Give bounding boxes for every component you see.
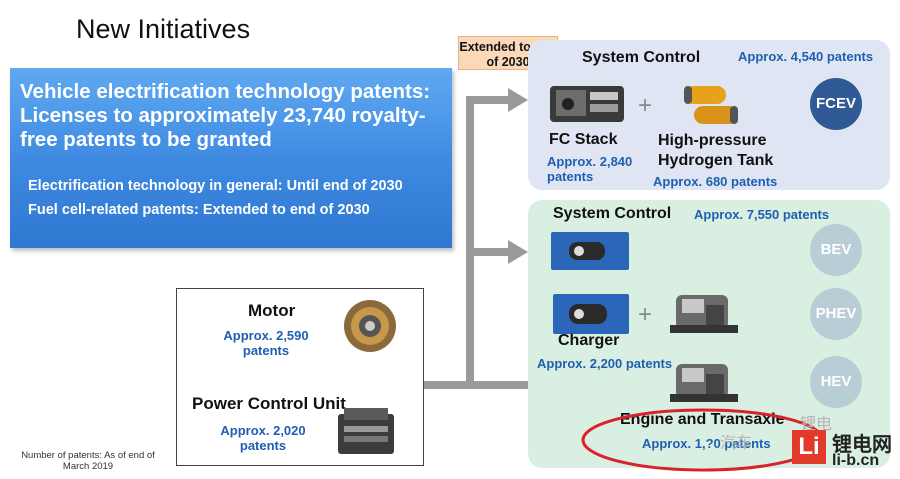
phev-engine-image — [670, 295, 738, 333]
phev-plus-sign: + — [638, 301, 653, 328]
fcev-circle: FCEV — [810, 78, 862, 130]
bev-circle: BEV — [810, 224, 862, 276]
fc-stack-image — [550, 86, 624, 122]
phev-circle: PHEV — [810, 288, 862, 340]
pcu-patents: Approx. 2,020 patents — [220, 423, 306, 453]
headline-box: Vehicle electrification technology paten… — [10, 68, 452, 248]
bev-charger-image — [551, 232, 629, 270]
footnote: Number of patents: As of end of March 20… — [21, 450, 155, 472]
watermark-text-1: 汽车 — [720, 435, 753, 452]
pcu-label: Power Control Unit — [192, 394, 346, 413]
site-logo-icon: Li — [792, 430, 826, 464]
fcev-system-control-label: System Control — [582, 49, 701, 66]
phev-charger-image — [553, 294, 629, 334]
hydrogen-tank-image — [684, 86, 738, 124]
motor-image — [344, 300, 396, 352]
headline-line-1: Electrification technology in general: U… — [28, 178, 403, 194]
headline-line-2: Fuel cell-related patents: Extended to e… — [28, 202, 370, 218]
page-title: New Initiatives — [76, 14, 251, 44]
charger-label: Charger — [558, 332, 620, 349]
engine-transaxle-patents: Approx. 1,?0 patents — [642, 436, 771, 451]
electrified-system-control-label: System Control — [553, 205, 672, 222]
motor-patents: Approx. 2,590 patents — [223, 328, 309, 358]
engine-transaxle-label: Engine and Transaxle — [620, 411, 785, 428]
fcev-system-control-patents: Approx. 4,540 patents — [738, 49, 874, 64]
fc-stack-patents: Approx. 2,840 patents — [547, 154, 633, 184]
pcu-image — [338, 408, 394, 454]
highlight-ellipse — [581, 408, 825, 472]
headline-text: Vehicle electrification technology paten… — [20, 80, 431, 151]
site-url: li-b.cn — [832, 452, 880, 469]
hev-circle: HEV — [810, 356, 862, 408]
fc-stack-label: FC Stack — [549, 131, 618, 148]
hydrogen-tank-label: High-pressure Hydrogen Tank — [658, 132, 774, 169]
hev-engine-image — [670, 364, 738, 402]
watermark-text-2: 锂电 — [800, 416, 833, 433]
fcev-plus-sign: + — [638, 92, 653, 119]
electrified-system-control-patents: Approx. 7,550 patents — [694, 207, 830, 222]
charger-patents: Approx. 2,200 patents — [537, 356, 673, 371]
motor-label: Motor — [248, 301, 296, 320]
site-name: 锂电网 — [832, 434, 892, 456]
hydrogen-tank-patents: Approx. 680 patents — [653, 174, 778, 189]
